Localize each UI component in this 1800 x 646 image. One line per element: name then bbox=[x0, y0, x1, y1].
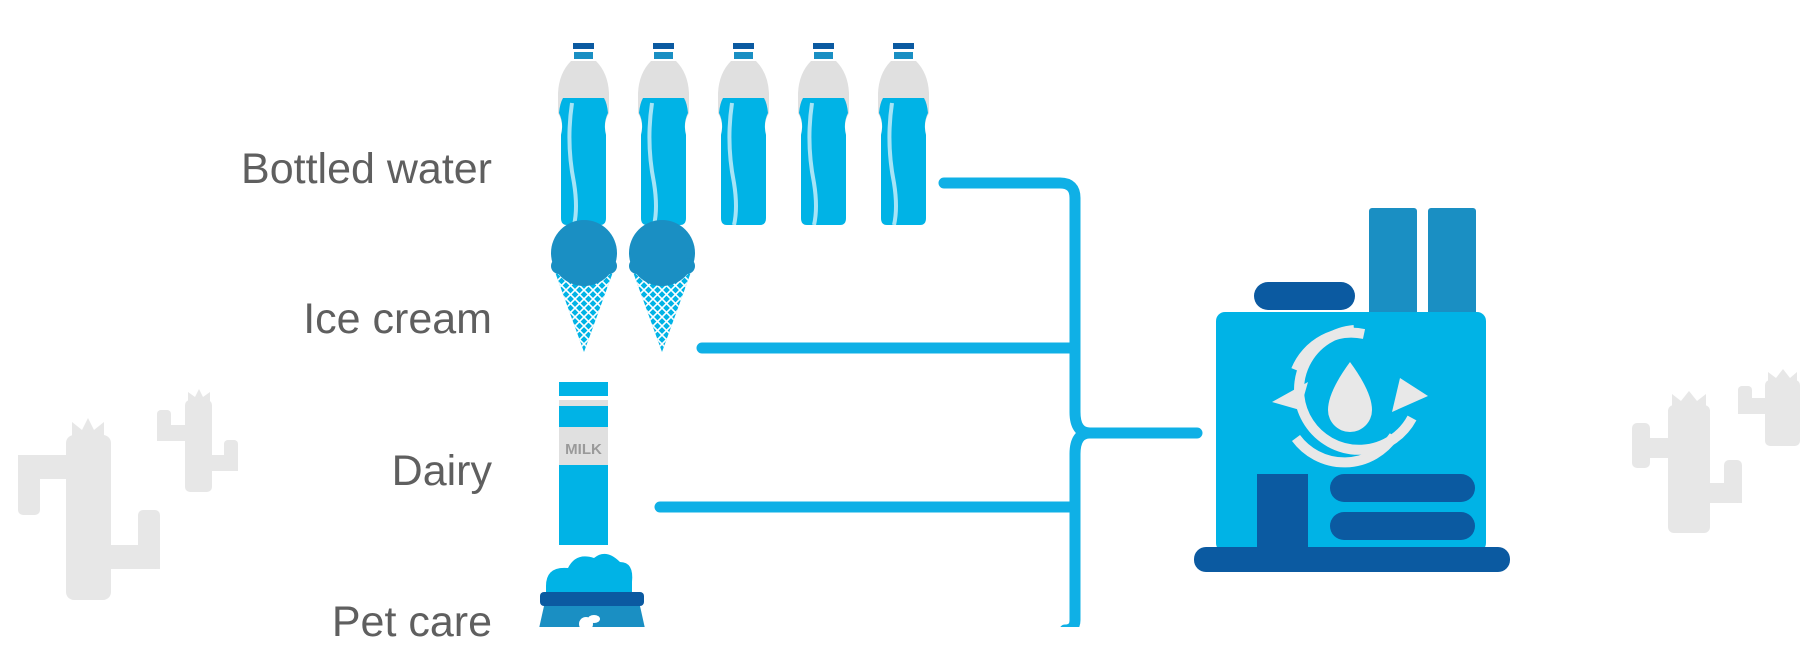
connector-bottled-water bbox=[944, 183, 1197, 433]
bottled-water-icons bbox=[558, 43, 929, 225]
cactus-icon bbox=[157, 389, 238, 492]
label-pet-care: Pet care bbox=[332, 601, 492, 644]
ice-cream-icons bbox=[551, 220, 695, 352]
milk-carton-icon: MILK bbox=[559, 382, 608, 545]
cactus-icon bbox=[18, 418, 160, 600]
ice-cream-cone-icon bbox=[629, 220, 695, 352]
cactus-icon bbox=[1632, 391, 1742, 533]
water-bottle-icon bbox=[878, 43, 929, 225]
water-bottle-icon bbox=[798, 43, 849, 225]
pet-food-bowl-icon bbox=[536, 554, 648, 627]
connector-lines bbox=[660, 183, 1197, 627]
diagram-canvas: MILK bbox=[0, 0, 1800, 627]
label-dairy: Dairy bbox=[392, 450, 492, 493]
water-bottle-icon bbox=[638, 43, 689, 225]
label-bottled-water: Bottled water bbox=[241, 148, 492, 191]
cactus-icon bbox=[1738, 369, 1800, 446]
water-recycling-factory-icon bbox=[1194, 208, 1510, 572]
ice-cream-cone-icon bbox=[551, 220, 617, 352]
milk-label: MILK bbox=[565, 441, 602, 458]
water-use-diagram: MILK bbox=[0, 0, 1800, 627]
connector-pet-care bbox=[1065, 433, 1090, 627]
water-bottle-icon bbox=[718, 43, 769, 225]
water-bottle-icon bbox=[558, 43, 609, 225]
label-ice-cream: Ice cream bbox=[303, 298, 492, 341]
